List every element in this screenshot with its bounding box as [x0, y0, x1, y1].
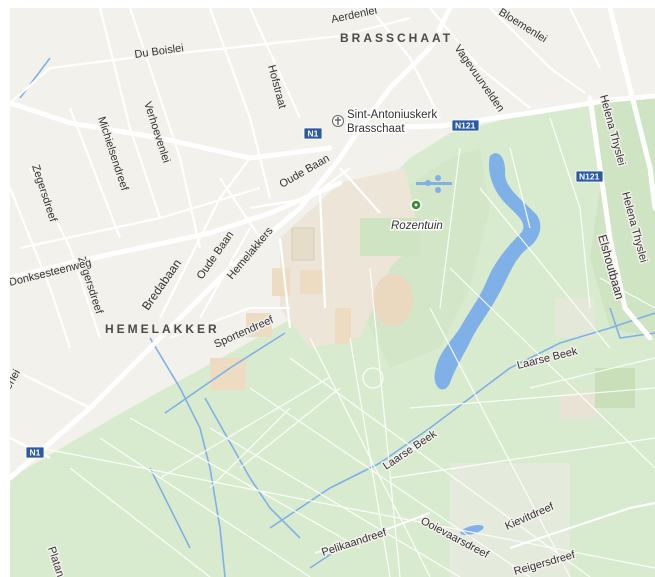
svg-text:N1: N1	[308, 129, 319, 139]
fountain-dot-2	[435, 175, 441, 181]
sports-field-4	[210, 358, 246, 390]
castle-grounds	[280, 168, 420, 348]
dark-green-patch	[595, 368, 635, 408]
church-poi[interactable]: Sint-Antoniuskerk Brasschaat	[332, 108, 439, 137]
sports-field-6	[335, 308, 351, 344]
sports-field-2	[272, 268, 290, 296]
map-svg[interactable]: BRASSCHAAT HEMELAKKER Aerdenlei Bloemenl…	[10, 8, 655, 577]
rozentuin-label: Rozentuin	[391, 220, 443, 232]
sports-field-1	[291, 227, 315, 261]
svg-text:N121: N121	[579, 172, 600, 182]
fountain-bar	[416, 182, 452, 185]
shield-n121-right: N121	[575, 170, 604, 183]
park-area-east	[590, 98, 655, 338]
sports-field-3	[300, 270, 322, 294]
lake	[434, 153, 541, 390]
main-roads	[10, 8, 655, 481]
sand-area-3	[450, 463, 570, 577]
rozentuin-poi[interactable]: Rozentuin	[390, 199, 444, 234]
svg-text:N121: N121	[455, 121, 476, 131]
area-label-brasschaat: BRASSCHAAT	[340, 31, 453, 45]
pond-1	[460, 525, 484, 535]
streams	[19, 57, 655, 577]
sports-oval	[373, 274, 413, 326]
shield-n121-mid: N121	[451, 119, 480, 132]
sports-field-5	[246, 313, 272, 337]
shield-n1-bottom: N1	[25, 446, 45, 459]
svg-text:N1: N1	[30, 448, 41, 458]
shield-n1-top: N1	[303, 127, 323, 140]
sand-area-1	[560, 393, 596, 419]
area-label-hemelakker: HEMELAKKER	[105, 322, 220, 336]
church-label-line2: Brasschaat	[347, 123, 405, 135]
church-label-line1: Sint-Antoniuskerk	[347, 109, 437, 121]
map-canvas[interactable]: BRASSCHAAT HEMELAKKER Aerdenlei Bloemenl…	[10, 8, 655, 577]
rozentuin-lawn	[360, 218, 420, 256]
fountain-dot-3	[435, 187, 441, 193]
